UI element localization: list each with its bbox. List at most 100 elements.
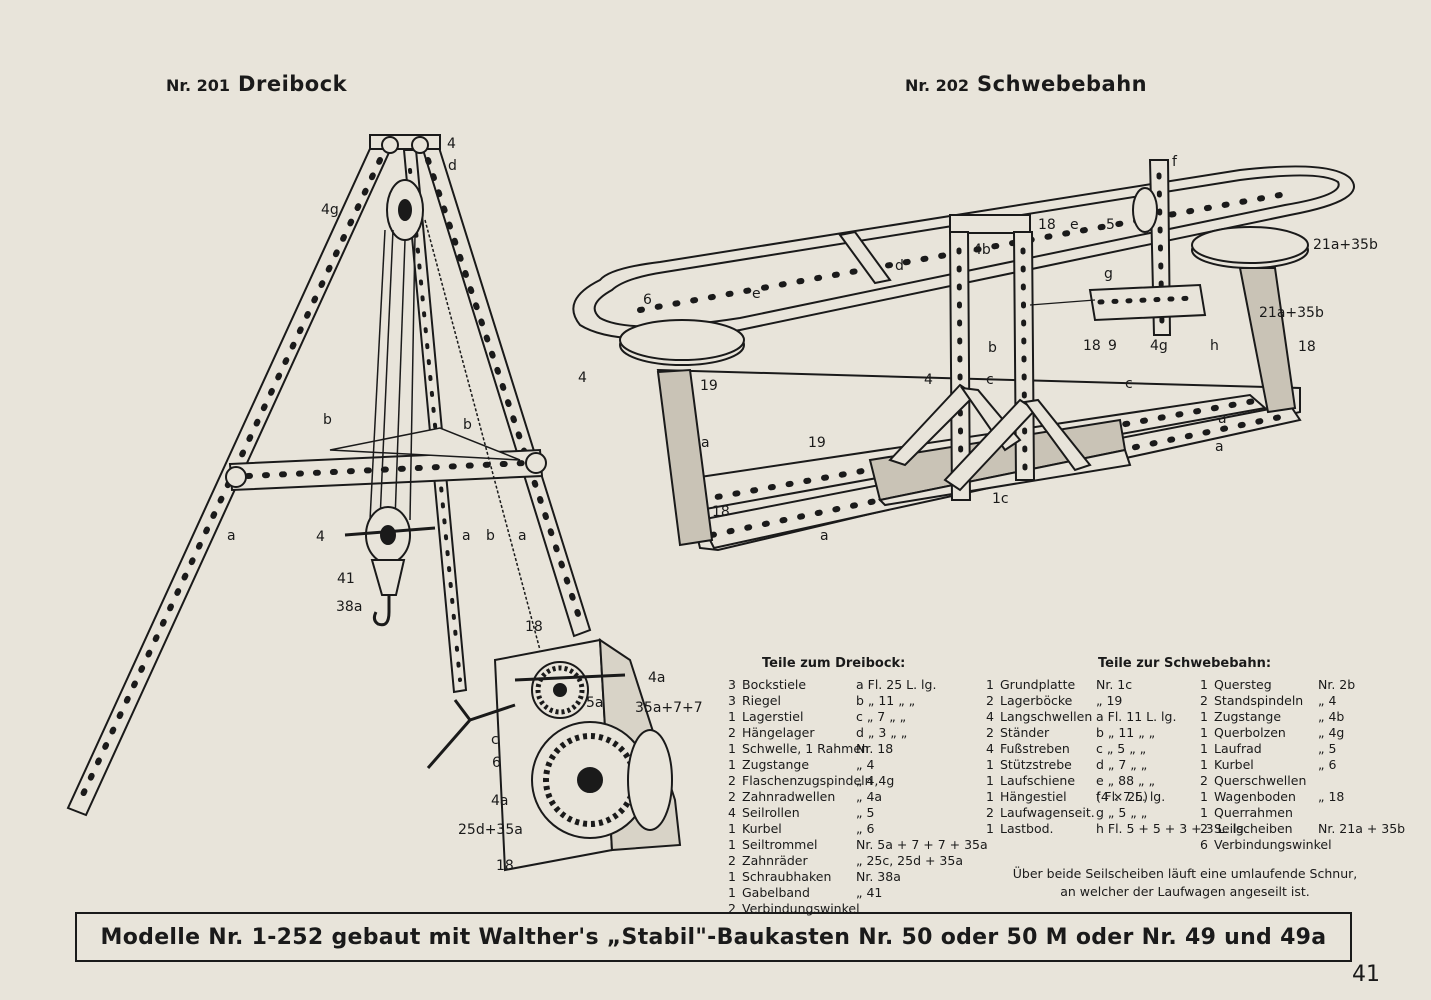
part-quantity: 2 [986, 693, 994, 708]
part-quantity: 3 [728, 677, 736, 692]
part-name: Verbindungswinkel [1214, 837, 1332, 852]
part-name: Querrahmen [1214, 805, 1293, 820]
base-frame [656, 267, 1302, 552]
part-name: Querbolzen [1214, 725, 1286, 740]
winch [426, 638, 682, 872]
parts-list-item: 1 Querbolzen „ 4g [1200, 725, 1380, 741]
part-callout-label: b [323, 412, 332, 428]
central-tower [888, 214, 1092, 501]
part-callout-label: c [1125, 376, 1133, 392]
part-reference: Nr. 18 [856, 741, 894, 756]
part-reference: c „ 7 „ „ [856, 709, 907, 724]
part-name: Laufrad [1214, 741, 1262, 756]
part-reference: „ 19 [1096, 693, 1123, 708]
dreibock-drawing [66, 134, 682, 872]
support-strut [838, 230, 892, 285]
part-name: Laufschiene [1000, 773, 1076, 788]
part-callout-label: d [448, 158, 457, 174]
part-name: Bockstiele [742, 677, 807, 692]
part-callout-label: 21a+35b [1259, 305, 1324, 321]
part-reference: „ 4 [856, 757, 875, 772]
part-callout-label: 4 [924, 372, 933, 388]
part-name: Seilrollen [742, 805, 800, 820]
part-callout-label: 21a+35b [1313, 237, 1378, 253]
part-callout-label: 5a [586, 695, 604, 711]
part-callout-label: h [1210, 338, 1219, 354]
part-reference: „ 4b [1318, 709, 1345, 724]
part-quantity: 2 [1200, 693, 1208, 708]
hanger-and-car [1029, 159, 1207, 336]
part-callout-label: 4g [1150, 338, 1168, 354]
part-callout-label: a [820, 528, 829, 544]
part-callout-label: 18 [1298, 339, 1316, 355]
part-name: Seiltrommel [742, 837, 818, 852]
part-callout-label: e [1070, 217, 1079, 233]
part-quantity: 1 [1200, 741, 1208, 756]
part-callout-label: 6 [643, 292, 652, 308]
part-name: Grundplatte [1000, 677, 1076, 692]
part-name: Lastbod. [1000, 821, 1054, 836]
part-reference: Nr. 2b [1318, 677, 1356, 692]
part-callout-label: c [986, 372, 994, 388]
part-name: Laufwagenseit. [1000, 805, 1095, 820]
part-callout-label: 4a [491, 793, 509, 809]
part-callout-label: e [752, 286, 761, 302]
part-name: Ständer [1000, 725, 1050, 740]
top-pulley [369, 134, 441, 241]
part-callout-label: d [895, 258, 904, 274]
part-name: Wagenboden [1214, 789, 1296, 804]
part-callout-label: 4 [316, 529, 325, 545]
part-quantity: 1 [1200, 725, 1208, 740]
part-reference: „ 4g [1318, 725, 1345, 740]
part-name: Schraubhaken [742, 869, 832, 884]
part-quantity: 1 [1200, 789, 1208, 804]
part-reference: a Fl. 25 L. lg. [856, 677, 937, 692]
part-callout-label: c [491, 732, 499, 748]
part-callout-label: 4 [447, 136, 456, 152]
part-name: Gabelband [742, 885, 810, 900]
part-name: Hängelager [742, 725, 815, 740]
part-callout-label: 35a+7+7 [635, 700, 703, 716]
part-name: Schwelle, 1 Rahmen [742, 741, 869, 756]
parts-list-item: 3 Bockstiele a Fl. 25 L. lg. [728, 677, 968, 693]
part-name: Zugstange [1214, 709, 1282, 724]
part-callout-label: f [1172, 154, 1178, 170]
part-reference: „ 41 [856, 885, 883, 900]
part-quantity: 2 [1200, 821, 1208, 836]
part-callout-label: a [227, 528, 236, 544]
part-quantity: 1 [728, 741, 736, 756]
note-line: an welcher der Laufwagen angeseilt ist. [1060, 884, 1310, 899]
part-quantity: 1 [728, 869, 736, 884]
part-quantity: 1 [728, 709, 736, 724]
part-callout-label: a [518, 528, 527, 544]
part-reference: a Fl. 11 L. lg. [1096, 709, 1177, 724]
part-name: Quersteg [1214, 677, 1272, 692]
part-reference: „ 5 [1318, 741, 1337, 756]
part-reference: „ 18 [1318, 789, 1345, 804]
part-name: Hängestiel [1000, 789, 1067, 804]
part-quantity: 2 [986, 725, 994, 740]
part-quantity: 4 [986, 741, 994, 756]
part-quantity: 2 [728, 773, 736, 788]
part-callout-label: 6 [492, 755, 501, 771]
